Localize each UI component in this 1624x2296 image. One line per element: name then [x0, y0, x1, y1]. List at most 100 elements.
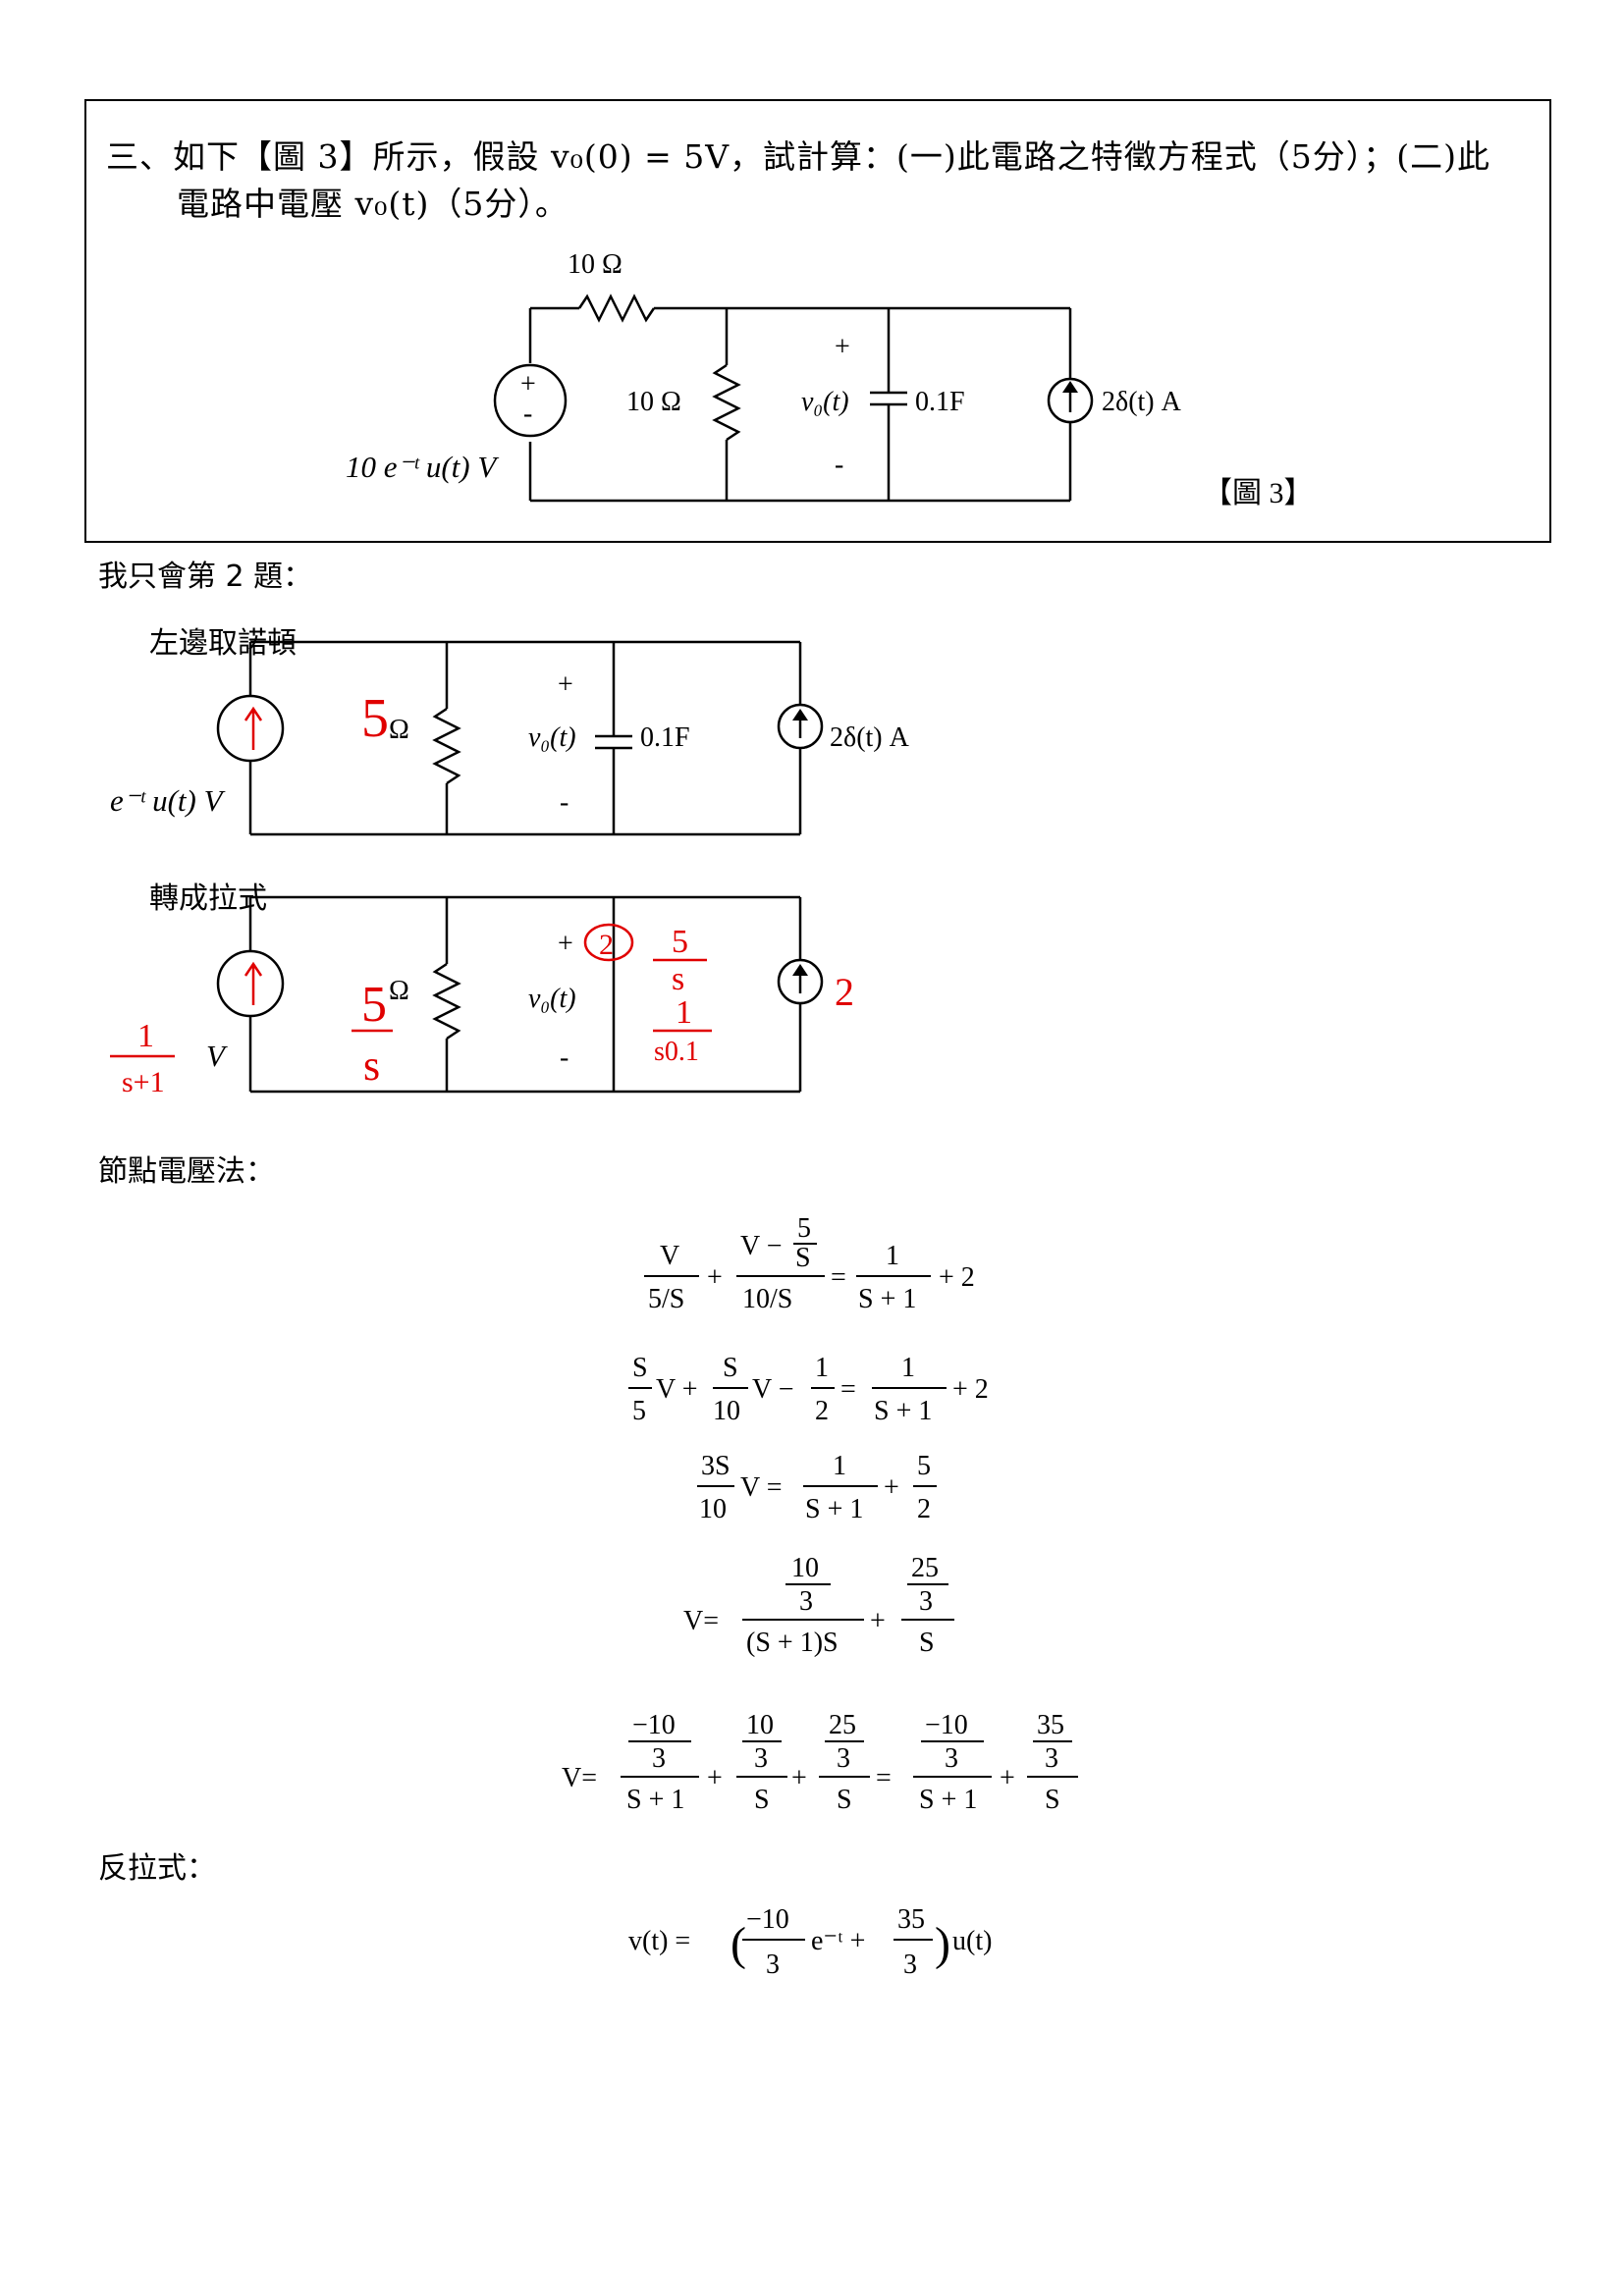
hand-cap-bot-num: 1: [676, 994, 692, 1031]
svg-text:10: 10: [713, 1396, 740, 1426]
src-unit: V: [206, 1039, 228, 1073]
svg-text:3: 3: [837, 1743, 850, 1774]
svg-text:=: =: [876, 1763, 892, 1793]
minus-sign: -: [560, 1042, 568, 1073]
laplace-caption: 轉成拉式: [149, 882, 267, 915]
svg-text:3: 3: [919, 1586, 933, 1617]
svg-text:(: (: [731, 1918, 746, 1970]
svg-text:25: 25: [911, 1553, 939, 1583]
current-source-label: 2δ(t) A: [1102, 387, 1182, 417]
equations: V 5/S + V − 5 S 10/S = 1 S + 1 + 2 S 5 V…: [562, 1213, 1078, 1815]
hand-cap-bot-den: s0.1: [654, 1037, 699, 1067]
hand-cap-top-den: s: [672, 961, 684, 997]
svg-text:e⁻ᵗ +: e⁻ᵗ +: [811, 1926, 865, 1956]
inverse-laplace-heading: 反拉式：: [98, 1851, 216, 1886]
svg-text:25: 25: [829, 1710, 856, 1740]
svg-text:5: 5: [797, 1213, 811, 1244]
svg-text:S + 1: S + 1: [858, 1284, 916, 1314]
svg-text:5/S: 5/S: [648, 1284, 684, 1314]
vsrc-plus: +: [520, 369, 536, 400]
hand-src-num: 1: [137, 1018, 154, 1054]
svg-text:V=: V=: [562, 1763, 597, 1793]
plus-sign: +: [558, 669, 573, 700]
norton-caption: 左邊取諾頓: [149, 627, 297, 660]
svg-text:10: 10: [746, 1710, 774, 1740]
hand-r-5: 5: [361, 688, 389, 749]
circuit-figure-3: 10 Ω 10 Ω + - v₀(t) 0.1F 2δ(t) A + - 10 …: [346, 249, 1314, 509]
svg-text:+: +: [791, 1763, 807, 1793]
svg-text:35: 35: [897, 1904, 925, 1935]
vsrc-value: 10 e⁻ᵗ u(t) V: [346, 450, 499, 484]
svg-text:v(t) =: v(t) =: [628, 1926, 690, 1956]
node-voltage-heading: 節點電壓法：: [98, 1154, 275, 1189]
r-top-label: 10 Ω: [568, 249, 623, 280]
hand-src-den: s+1: [122, 1066, 165, 1098]
svg-text:V −: V −: [740, 1231, 783, 1261]
question-box: [84, 99, 1551, 543]
svg-text:u(t): u(t): [952, 1926, 992, 1956]
svg-text:S: S: [795, 1243, 811, 1273]
svg-text:−10: −10: [746, 1904, 789, 1935]
resistor-mid: [712, 363, 741, 442]
svg-text:+ 2: + 2: [939, 1262, 975, 1293]
svg-text:−10: −10: [925, 1710, 968, 1740]
svg-text:3: 3: [766, 1949, 780, 1980]
svg-text:V −: V −: [752, 1374, 794, 1405]
svg-text:=: =: [840, 1374, 856, 1405]
svg-text:10: 10: [791, 1553, 819, 1583]
svg-text:5: 5: [632, 1396, 646, 1426]
vo-label: v₀(t): [528, 722, 576, 753]
svg-text:S: S: [919, 1628, 935, 1658]
svg-text:S + 1: S + 1: [805, 1494, 863, 1524]
hand-current-2: 2: [835, 970, 854, 1014]
svg-text:3: 3: [799, 1586, 813, 1617]
svg-text:10: 10: [699, 1494, 727, 1524]
svg-text:V +: V +: [656, 1374, 698, 1405]
svg-text:+: +: [884, 1472, 899, 1503]
vsrc-minus: -: [523, 399, 532, 429]
r-mid-label: 10 Ω: [626, 387, 681, 417]
svg-text:+: +: [707, 1262, 723, 1293]
equation-2: S 5 V + S 10 V − 1 2 = 1 S + 1 + 2: [628, 1353, 989, 1426]
svg-text:3: 3: [945, 1743, 958, 1774]
svg-text:1: 1: [886, 1241, 899, 1271]
svg-text:3: 3: [1045, 1743, 1058, 1774]
svg-text:−10: −10: [632, 1710, 676, 1740]
equation-1: V 5/S + V − 5 S 10/S = 1 S + 1 + 2: [644, 1213, 975, 1314]
svg-text:): ): [935, 1918, 950, 1970]
svg-text:35: 35: [1037, 1710, 1064, 1740]
svg-text:3: 3: [903, 1949, 917, 1980]
current-source-label: 2δ(t) A: [830, 722, 910, 753]
hand-cap-top-num: 5: [672, 924, 688, 960]
svg-text:S: S: [837, 1785, 852, 1815]
vo-label: v₀(t): [801, 387, 849, 417]
hand-r-num: 5: [361, 977, 387, 1033]
cap-value: 0.1F: [915, 387, 965, 417]
svg-text:1: 1: [901, 1353, 915, 1383]
svg-text:+: +: [707, 1763, 723, 1793]
resistor-top: [577, 294, 656, 323]
vo-label: v₀(t): [528, 984, 576, 1014]
svg-text:S + 1: S + 1: [626, 1785, 684, 1815]
svg-text:+: +: [870, 1606, 886, 1636]
norton-source: [216, 694, 285, 763]
circuit-figure-laplace: 轉成拉式 5 s Ω + - v₀(t) 2 5 s 1 s0.1 2 1 s+…: [110, 882, 854, 1098]
svg-text:S + 1: S + 1: [874, 1396, 932, 1426]
hand-r-den: s: [363, 1041, 380, 1090]
question-line-2: 電路中電壓 v₀(t)（5分）。: [177, 185, 568, 223]
svg-text:5: 5: [917, 1451, 931, 1481]
svg-text:S: S: [754, 1785, 770, 1815]
hand-circle-2: 2: [599, 929, 614, 961]
norton-source-value: e⁻ᵗ u(t) V: [110, 783, 226, 818]
final-equation: v(t) = ( −10 3 e⁻ᵗ + 35 3 ) u(t): [628, 1904, 992, 1980]
plus-sign: +: [835, 332, 850, 362]
cap-value: 0.1F: [640, 722, 690, 753]
svg-text:+ 2: + 2: [952, 1374, 989, 1405]
minus-sign: -: [835, 450, 843, 480]
svg-text:V =: V =: [740, 1472, 783, 1503]
figure-label: 【圖 3】: [1203, 477, 1314, 509]
svg-text:1: 1: [833, 1451, 846, 1481]
equation-3: 3S 10 V = 1 S + 1 + 5 2: [697, 1451, 937, 1524]
svg-text:+: +: [1000, 1763, 1015, 1793]
svg-text:S + 1: S + 1: [919, 1785, 977, 1815]
